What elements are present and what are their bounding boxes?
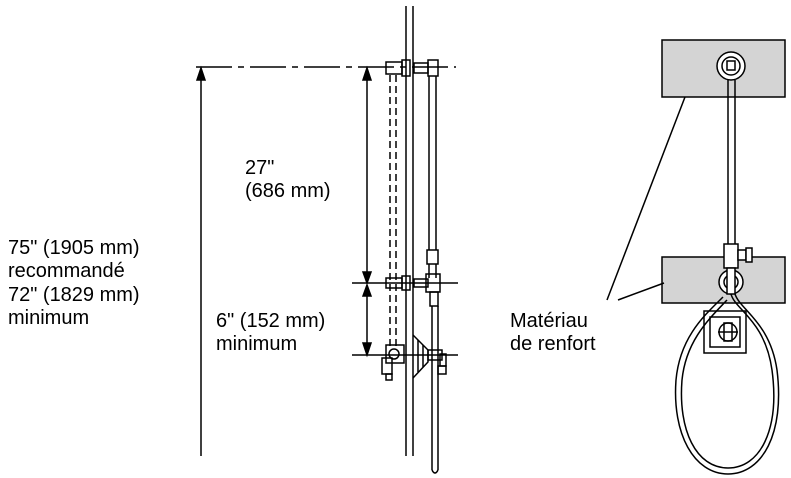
reinforcement-material-label: Matériau [510,310,588,332]
hose-side [431,306,439,474]
hose-loop-front [674,293,780,475]
dimension-75-arrow [195,65,207,456]
top-elbow-fitting [385,59,439,77]
recommended-label: recommandé [8,260,125,282]
dimension-72-label: 72" (1829 mm) [8,284,140,306]
reinforcement-leader-lines [606,96,686,301]
dimension-6-arrow [361,282,373,358]
minimum-label-left: minimum [8,307,90,329]
dimension-6-label: 6" (152 mm) [216,310,326,332]
valve-assembly-side [381,334,447,381]
hidden-pipe [389,75,397,350]
slide-bar-front [727,80,736,244]
dimension-27-arrow [361,65,373,286]
dimension-27-mm-label: (686 mm) [245,180,331,202]
reinforcement-label-line2: de renfort [510,333,596,355]
dimension-75-label: 75" (1905 mm) [8,237,140,259]
wall-side-view [405,6,414,456]
dimension-27-label: 27" [245,157,275,179]
slide-bar-pipe [426,76,439,278]
minimum-label-right: minimum [216,333,298,355]
top-elbow-front [716,51,746,81]
middle-outlet-fitting [385,273,441,307]
